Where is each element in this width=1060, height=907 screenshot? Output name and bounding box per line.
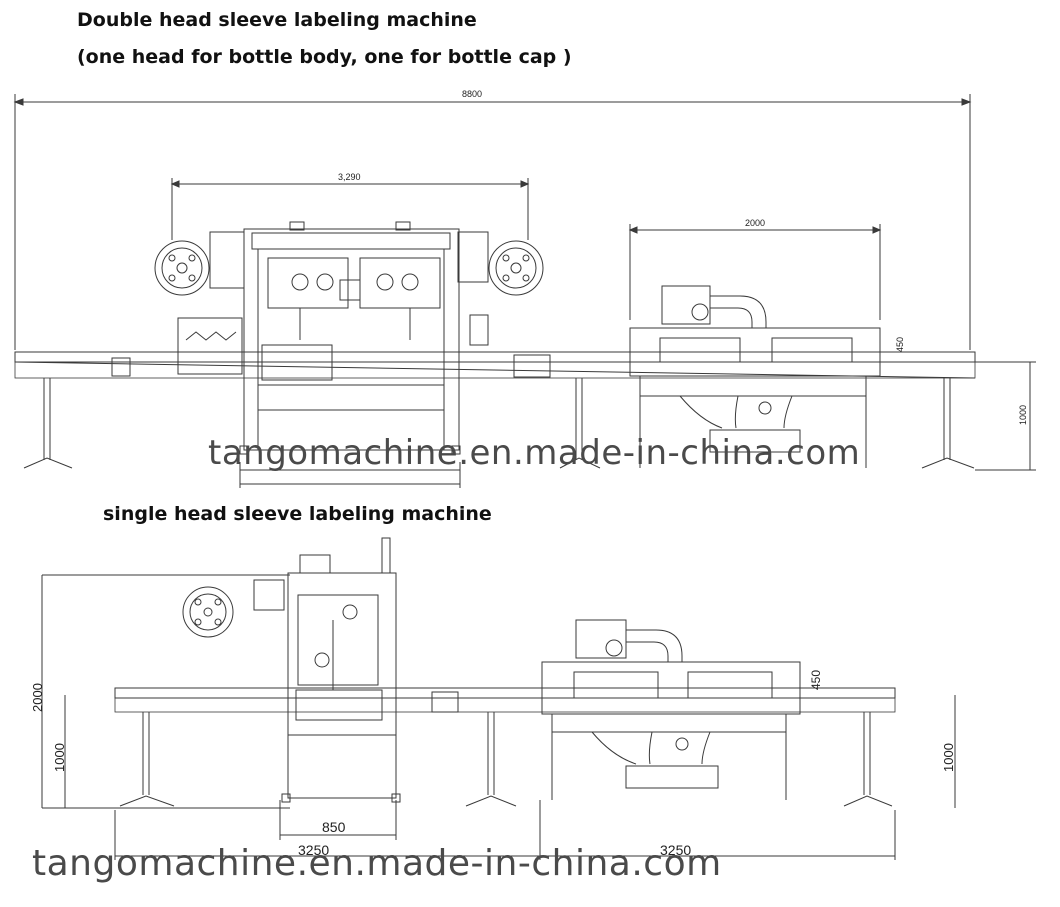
conveyor-leg bbox=[23, 378, 73, 469]
conveyor bbox=[14, 351, 976, 469]
conveyor-leg bbox=[119, 712, 175, 807]
dim-labeler-width: 3,290 bbox=[170, 172, 530, 240]
labeler-frame bbox=[239, 221, 489, 488]
labeler-single: 850 bbox=[182, 537, 401, 840]
dim-label-3250-right: 3250 bbox=[660, 842, 691, 858]
conveyor-leg bbox=[843, 712, 893, 807]
dim-label-1000: 1000 bbox=[1018, 405, 1028, 425]
double-head-machine: 8800 3,290 2000 1000 450 bbox=[13, 89, 1036, 488]
dim-label-2000-single: 2000 bbox=[30, 683, 45, 712]
dim-label-8800: 8800 bbox=[462, 89, 482, 99]
label-roll-right bbox=[457, 231, 544, 296]
dim-label-3290: 3,290 bbox=[338, 172, 361, 182]
conveyor-single bbox=[114, 687, 896, 807]
single-head-machine: 2000 1000 1000 450 bbox=[30, 537, 956, 860]
dim-label-2000: 2000 bbox=[745, 218, 765, 228]
dim-label-850: 850 bbox=[322, 819, 346, 835]
dim-tunnel-length: 2000 bbox=[628, 218, 882, 320]
shrink-tunnel bbox=[629, 285, 881, 468]
dim-label-1000-right: 1000 bbox=[941, 743, 956, 772]
dim-overall-length: 8800 bbox=[13, 89, 972, 350]
shrink-tunnel-single bbox=[541, 619, 801, 800]
dim-lengths-single: 3250 3250 bbox=[114, 800, 896, 860]
dim-label-3250-left: 3250 bbox=[298, 842, 329, 858]
label-roll-left bbox=[154, 231, 245, 375]
watermark: tangomachine.en.made-in-china.com bbox=[208, 433, 861, 473]
dim-label-1000-left: 1000 bbox=[52, 743, 67, 772]
double-machine-subtitle: (one head for bottle body, one for bottl… bbox=[77, 46, 572, 68]
dim-label-450-single: 450 bbox=[809, 670, 823, 690]
dim-conveyor-height: 1000 bbox=[975, 361, 1036, 471]
conveyor-leg bbox=[921, 378, 975, 469]
conveyor-leg bbox=[559, 378, 601, 469]
single-machine-title: single head sleeve labeling machine bbox=[103, 503, 492, 525]
dim-label-450: 450 bbox=[895, 337, 905, 352]
watermark: tangomachine.en.made-in-china.com bbox=[32, 843, 722, 884]
conveyor-leg bbox=[465, 712, 517, 807]
double-machine-title: Double head sleeve labeling machine bbox=[77, 9, 477, 31]
